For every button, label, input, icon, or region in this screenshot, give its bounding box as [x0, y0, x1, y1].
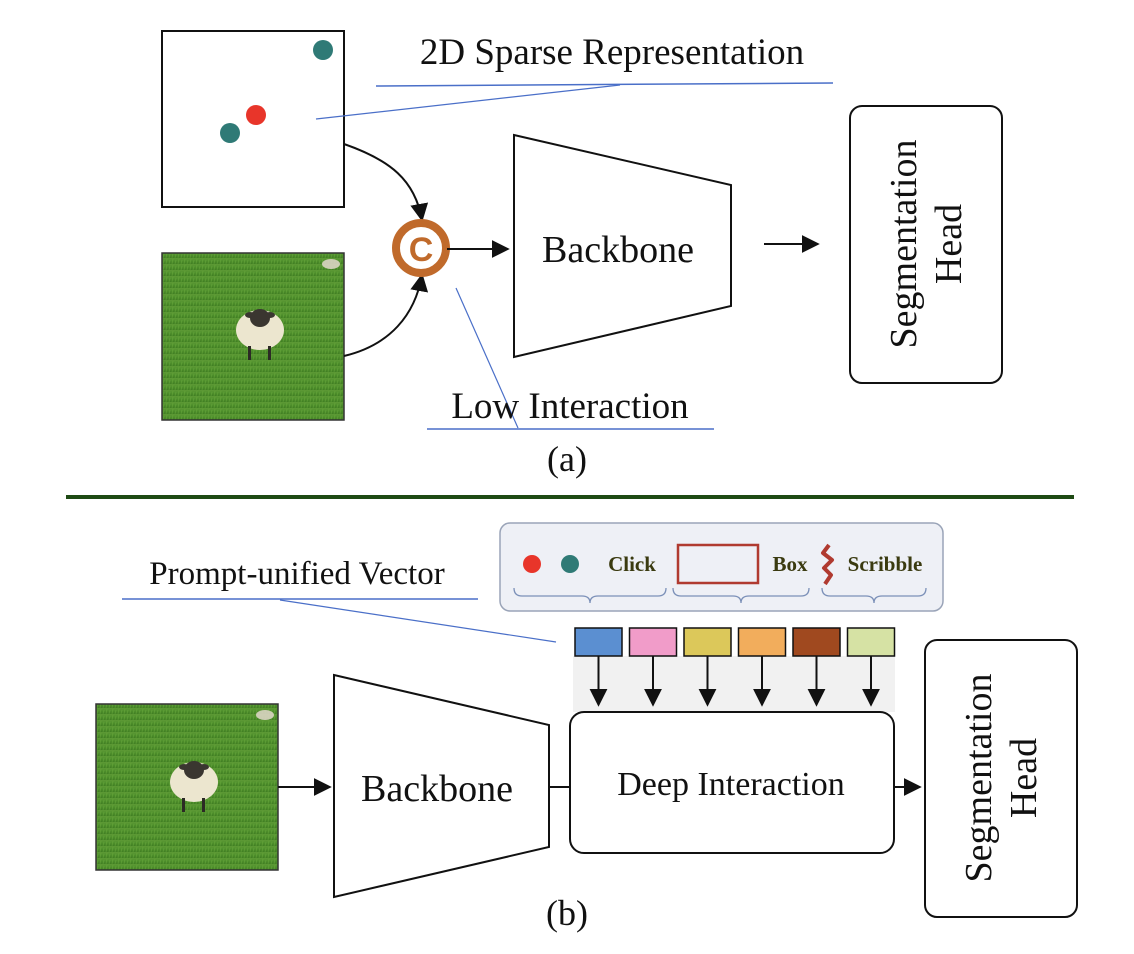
backbone-b-label: Backbone	[361, 768, 513, 810]
segmentation-head-b-line1: Segmentation	[958, 674, 1000, 883]
segmentation-head-a-line2: Head	[928, 204, 970, 284]
prompt-vector-block	[683, 627, 732, 657]
prompt-vector-blocks	[574, 627, 896, 707]
low-interaction-leader	[455, 287, 519, 429]
sheep-photo-icon	[161, 252, 345, 421]
brace-scribble	[821, 587, 927, 604]
caption-b: (b)	[546, 893, 588, 933]
segmentation-head-a-line1: Segmentation	[883, 140, 925, 349]
label-underline	[375, 82, 834, 87]
click-dot-teal	[313, 40, 333, 60]
caption-a: (a)	[547, 439, 587, 479]
segmentation-head-b-box	[924, 639, 1078, 918]
scribble-label: Scribble	[848, 552, 923, 576]
part-b: Prompt-unified Vector Click Box Scribble	[95, 522, 1078, 933]
prompt-label-leader	[279, 599, 557, 643]
deep-interaction-label: Deep Interaction	[617, 766, 845, 803]
prompt-vector-block	[628, 627, 678, 657]
click-dot-teal	[561, 555, 579, 573]
arrow-image-to-concat	[343, 273, 429, 357]
deep-interaction-box	[569, 711, 895, 854]
arrow-sparse-to-concat	[343, 143, 429, 222]
backbone-a-shape	[513, 133, 732, 359]
scribble-icon	[821, 543, 834, 586]
prompt-vector-block	[574, 627, 623, 657]
svg-text:C: C	[409, 231, 434, 269]
click-dot-red	[246, 105, 266, 125]
concat-icon: C	[392, 219, 450, 277]
segmentation-head-b-line2: Head	[1003, 738, 1045, 818]
click-label: Click	[608, 552, 656, 576]
segmentation-head-a-box	[849, 105, 1003, 384]
backbone-b-shape	[333, 673, 550, 899]
brace-box	[672, 587, 810, 604]
click-dot-teal	[220, 123, 240, 143]
sheep-photo-icon	[95, 703, 279, 871]
vector-shade	[573, 656, 895, 712]
box-prompt-icon	[676, 543, 760, 585]
prompt-vector-block	[792, 627, 841, 657]
prompt-vector-block	[846, 627, 896, 657]
prompt-unified-vector-label: Prompt-unified Vector	[149, 556, 444, 592]
box-label: Box	[772, 552, 808, 576]
backbone-a-label: Backbone	[542, 229, 694, 271]
sparse-representation-label: 2D Sparse Representation	[420, 32, 804, 73]
brace-click	[513, 587, 667, 604]
part-a: 2D Sparse Representation C Backbone	[161, 30, 1003, 479]
prompt-vector-block	[737, 627, 787, 657]
click-dot-red	[523, 555, 541, 573]
low-interaction-label: Low Interaction	[451, 386, 688, 427]
label-leader-line	[315, 84, 621, 120]
